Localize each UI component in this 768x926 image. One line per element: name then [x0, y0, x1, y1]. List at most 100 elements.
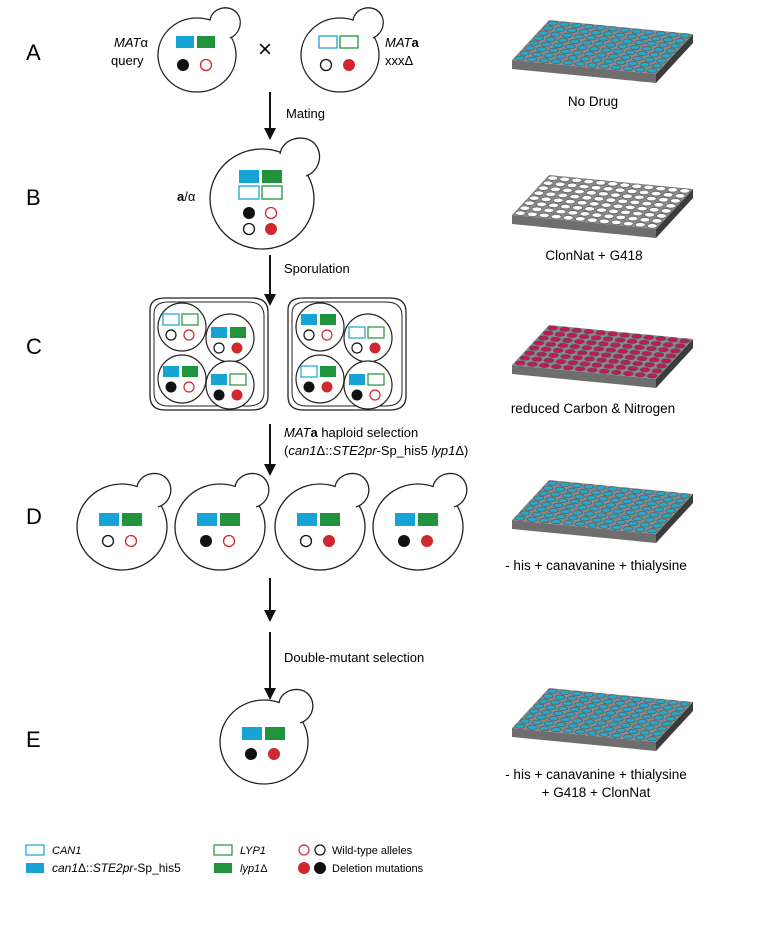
- partner-cell: [300, 7, 384, 93]
- plate-well: [602, 336, 614, 342]
- plate-well: [578, 334, 590, 340]
- plate-well: [622, 221, 634, 227]
- plate-well: [586, 340, 597, 346]
- plate-well: [653, 47, 665, 53]
- plate-well: [624, 717, 636, 723]
- legend-wt-alleles: Wild-type alleles: [332, 845, 413, 857]
- plate-well: [526, 211, 538, 217]
- plate-well: [550, 364, 562, 370]
- plate-well: [612, 716, 624, 722]
- plate-well: [557, 37, 569, 43]
- plate-well: [610, 219, 622, 225]
- plate-well: [524, 505, 535, 511]
- plate-well: [595, 25, 607, 31]
- plate-well: [574, 189, 585, 195]
- wildtype-allele: [264, 206, 278, 220]
- plate-well: [578, 697, 590, 703]
- plate-well: [620, 722, 631, 728]
- plate-well: [596, 720, 607, 726]
- plate-well: [564, 44, 576, 50]
- plate-well: [608, 358, 619, 364]
- plate-well: [641, 351, 653, 357]
- plate-well: [519, 50, 531, 56]
- plate-well: [619, 487, 631, 493]
- plate-well: [665, 353, 677, 359]
- plate-well: [538, 335, 549, 341]
- plate-well: [562, 60, 574, 66]
- plate-well: [569, 344, 581, 350]
- plate-well: [607, 694, 619, 700]
- plate-well: [629, 199, 641, 205]
- plate-well: [596, 207, 607, 213]
- legend-can1-del: can1Δ::STE2pr-Sp_his5: [52, 861, 181, 875]
- plate-well: [662, 497, 674, 503]
- plate-well: [531, 511, 543, 517]
- legend-can1-wt: CAN1: [52, 845, 81, 857]
- plate-well: [631, 696, 643, 702]
- plate-well: [651, 731, 663, 737]
- plate-well: [651, 368, 663, 374]
- plate-well: [622, 706, 633, 712]
- plate-well: [648, 512, 660, 518]
- plate-well: [605, 502, 617, 508]
- plate-well: [514, 723, 526, 729]
- plate-well: [564, 349, 576, 355]
- plate-well: [566, 27, 578, 33]
- plate-well: [562, 520, 574, 526]
- haploid-selection-genotype: (can1Δ::STE2pr-Sp_his5 lyp1Δ): [284, 443, 468, 458]
- plate-well: [569, 499, 581, 505]
- plate-well: [603, 58, 615, 64]
- plate-c: [512, 325, 693, 388]
- plate-well: [519, 355, 531, 361]
- plate-well: [524, 713, 535, 719]
- plate-well: [550, 59, 562, 65]
- plate-well: [524, 200, 535, 206]
- plate-well: [617, 711, 629, 717]
- plate-well: [646, 41, 657, 47]
- plate-well: [536, 46, 547, 52]
- plate-well: [641, 201, 653, 207]
- plate-well: [552, 502, 564, 508]
- plate-well: [552, 197, 564, 203]
- plate-well: [646, 709, 657, 715]
- plate-well: [632, 361, 643, 367]
- plate-well: [639, 522, 651, 528]
- plate-b: [512, 175, 693, 238]
- plate-well: [550, 699, 561, 705]
- plate-well: [528, 708, 540, 714]
- plate-well: [638, 494, 650, 500]
- plate-well: [595, 180, 607, 186]
- plate-well: [588, 714, 600, 720]
- plate-well: [619, 695, 631, 701]
- legend-deletions: Deletion mutations: [332, 863, 424, 875]
- plate-well: [586, 367, 598, 373]
- plate-well: [636, 356, 648, 362]
- double-mutant-cell: [219, 688, 314, 785]
- plate-well: [590, 335, 602, 341]
- plate-well: [562, 337, 573, 343]
- plate-well: [536, 201, 547, 207]
- plate-well: [643, 489, 655, 495]
- plate-well: [579, 211, 591, 217]
- plate-well: [555, 209, 567, 215]
- plate-well: [605, 197, 617, 203]
- plate-well: [574, 61, 586, 67]
- plate-well: [670, 198, 681, 204]
- plate-well: [559, 481, 571, 487]
- plate-well: [622, 734, 634, 740]
- plate-well: [646, 68, 658, 74]
- partner-name: xxxΔ: [385, 53, 414, 68]
- plate-well: [674, 193, 686, 199]
- plate-well: [643, 184, 655, 190]
- plate-well: [634, 194, 645, 200]
- plate-well: [603, 726, 615, 732]
- plate-well: [536, 351, 547, 357]
- can1-deletion-marker: [239, 170, 259, 183]
- plate-well: [674, 38, 686, 44]
- plate-well: [581, 40, 593, 46]
- plate-well: [586, 522, 598, 528]
- plate-well: [665, 508, 677, 514]
- step-label-a: A: [26, 40, 41, 65]
- plate-well: [629, 712, 641, 718]
- plate-well: [542, 485, 554, 491]
